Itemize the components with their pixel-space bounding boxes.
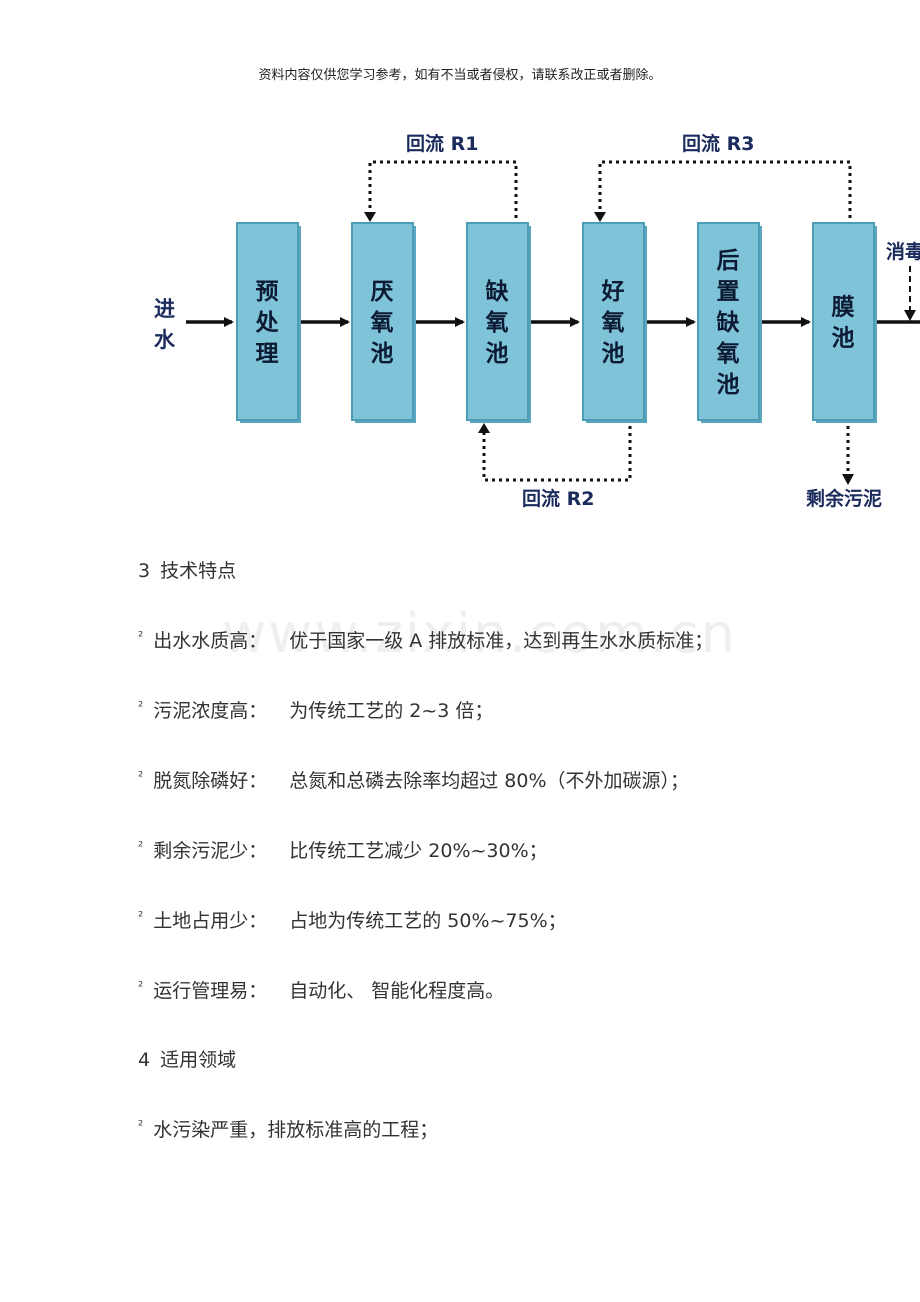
feature-label: 出水水质高： — [153, 630, 268, 652]
box-label-post-anoxic-5: 池 — [717, 372, 740, 398]
feature-label: 污泥浓度高： — [153, 700, 268, 722]
watermark: www.zixin.com.cn — [222, 602, 737, 665]
inlet-label-1: 进 — [154, 297, 175, 321]
box-post-anoxic — [697, 222, 762, 423]
feature-text: 为传统工艺的 2~3 倍； — [289, 700, 494, 722]
box-label-anoxic-3: 池 — [486, 341, 509, 367]
feature-text: 比传统工艺减少 20%~30%； — [289, 840, 548, 862]
application-text: 水污染严重，排放标准高的工程； — [153, 1119, 439, 1141]
box-anaerobic — [351, 222, 416, 423]
bullet: ² — [138, 980, 144, 995]
feature-label: 土地占用少： — [153, 910, 268, 932]
box-aerobic — [582, 222, 647, 423]
feature-item: ² 出水水质高： 优于国家一级 A 排放标准，达到再生水水质标准； — [138, 626, 713, 653]
recycle-r3-label: 回流 R3 — [682, 132, 754, 155]
feature-label: 脱氮除磷好： — [153, 770, 268, 792]
recycle-r1-arrowhead — [364, 212, 376, 222]
recycle-r3-arrowhead — [594, 212, 606, 222]
feature-text: 优于国家一级 A 排放标准，达到再生水水质标准； — [289, 630, 714, 652]
box-label-anoxic-2: 氧 — [485, 309, 509, 336]
box-membrane — [812, 222, 877, 423]
box-label-pretreatment-1: 预 — [256, 279, 279, 305]
recycle-r1-line — [368, 160, 518, 218]
recycle-r3-line — [598, 160, 852, 218]
box-label-post-anoxic-2: 置 — [717, 279, 740, 305]
inlet-label-2: 水 — [154, 328, 176, 352]
feature-text: 总氮和总磷去除率均超过 80%（不外加碳源）； — [289, 770, 690, 792]
box-label-aerobic-1: 好 — [601, 279, 625, 305]
bullet: ² — [138, 700, 144, 715]
feature-text: 自动化、 智能化程度高。 — [289, 980, 505, 1002]
box-pretreatment — [236, 222, 301, 423]
feature-item: ² 剩余污泥少： 比传统工艺减少 20%~30%； — [138, 836, 548, 863]
box-label-post-anoxic-3: 缺 — [717, 309, 741, 336]
application-item: ² 水污染严重，排放标准高的工程； — [138, 1115, 438, 1142]
box-label-anaerobic-1: 厌 — [371, 279, 394, 305]
bullet: ² — [138, 910, 144, 925]
feature-item: ² 脱氮除磷好： 总氮和总磷去除率均超过 80%（不外加碳源）； — [138, 766, 689, 793]
recycle-r2-arrowhead — [478, 423, 490, 433]
bullet: ² — [138, 840, 144, 855]
feature-item: ² 土地占用少： 占地为传统工艺的 50%~75%； — [138, 906, 567, 933]
excess-sludge-label: 剩余污泥 — [806, 487, 882, 510]
bullet: ² — [138, 630, 144, 645]
disinfection-arrowhead — [904, 310, 916, 321]
box-label-post-anoxic-1: 后 — [717, 248, 740, 274]
feature-item: ² 运行管理易： 自动化、 智能化程度高。 — [138, 976, 504, 1003]
recycle-r2-label: 回流 R2 — [522, 487, 594, 510]
feature-text: 占地为传统工艺的 50%~75%； — [289, 910, 567, 932]
box-label-pretreatment-3: 理 — [256, 341, 279, 367]
bullet: ² — [138, 770, 144, 785]
bullet: ² — [138, 1119, 144, 1134]
header-disclaimer: 资料内容仅供您学习参考，如有不当或者侵权，请联系改正或者删除。 — [258, 68, 662, 83]
box-label-membrane-2: 池 — [832, 326, 855, 352]
excess-sludge-arrowhead — [842, 474, 854, 485]
box-label-anaerobic-3: 池 — [371, 341, 394, 367]
box-label-pretreatment-2: 处 — [255, 310, 279, 336]
recycle-r2-line — [482, 426, 632, 482]
disinfection-label: 消毒 — [886, 240, 920, 263]
box-anoxic — [466, 222, 531, 423]
feature-label: 剩余污泥少： — [153, 840, 268, 862]
box-label-aerobic-3: 池 — [602, 341, 625, 367]
box-label-anoxic-1: 缺 — [486, 278, 510, 305]
recycle-r1-label: 回流 R1 — [406, 132, 478, 155]
box-label-anaerobic-2: 氧 — [370, 309, 394, 336]
feature-item: ² 污泥浓度高： 为传统工艺的 2~3 倍； — [138, 696, 493, 723]
box-label-aerobic-2: 氧 — [601, 309, 625, 336]
box-label-post-anoxic-4: 氧 — [716, 340, 740, 367]
box-label-membrane-1: 膜 — [832, 295, 855, 321]
feature-label: 运行管理易： — [153, 980, 268, 1002]
